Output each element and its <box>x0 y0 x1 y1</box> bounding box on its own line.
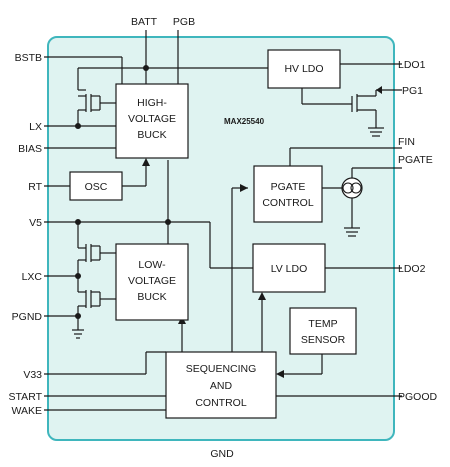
pin-ldo2: LDO2 <box>398 263 426 275</box>
hv-ldo-block: HV LDO <box>267 49 341 89</box>
pin-gnd: GND <box>210 448 234 460</box>
pin-wake: WAKE <box>11 405 42 417</box>
hv-buck-line-1: HIGH- <box>137 97 167 109</box>
osc-label: OSC <box>85 181 108 193</box>
pin-rt: RT <box>28 181 42 193</box>
pin-lx: LX <box>29 121 42 133</box>
pin-lxc: LXC <box>22 271 43 283</box>
temp-sensor-line-2: SENSOR <box>301 334 346 346</box>
pin-start: START <box>9 391 43 403</box>
lv-buck-block: LOW- VOLTAGE BUCK <box>115 243 189 321</box>
pin-bstb: BSTB <box>15 52 42 64</box>
hv-ldo-label: HV LDO <box>284 63 323 75</box>
osc-block: OSC <box>69 171 123 201</box>
part-number: MAX25540 <box>224 117 265 126</box>
pin-pgood: PGOOD <box>398 391 438 403</box>
sequencing-block: SEQUENCING AND CONTROL <box>165 351 277 419</box>
pin-batt: BATT <box>131 16 158 28</box>
wiring <box>44 30 402 411</box>
hv-buck-line-2: VOLTAGE <box>128 113 176 125</box>
current-source-icon <box>341 177 363 199</box>
pin-v33: V33 <box>23 369 42 381</box>
pgate-control-block: PGATE CONTROL <box>253 165 323 223</box>
pin-fin: FIN <box>398 136 415 148</box>
pin-bias: BIAS <box>18 143 42 155</box>
lv-ldo-block: LV LDO <box>252 243 326 293</box>
lv-ldo-label: LV LDO <box>271 263 308 275</box>
temp-sensor-block: TEMP SENSOR <box>289 307 357 355</box>
sequencing-line-2: AND <box>210 380 233 392</box>
pin-pgnd: PGND <box>12 311 43 323</box>
pin-ldo1: LDO1 <box>398 59 426 71</box>
sequencing-line-3: CONTROL <box>195 397 246 409</box>
lv-buck-line-3: BUCK <box>137 291 166 303</box>
arrowheads <box>142 86 382 378</box>
pin-pgate: PGATE <box>398 154 433 166</box>
temp-sensor-line-1: TEMP <box>308 318 337 330</box>
pin-pgb: PGB <box>173 16 195 28</box>
sequencing-line-1: SEQUENCING <box>186 363 257 375</box>
pin-pg1: PG1 <box>402 85 423 97</box>
pgate-control-line-2: CONTROL <box>262 197 313 209</box>
junction-dots <box>75 65 171 319</box>
lv-buck-line-2: VOLTAGE <box>128 275 176 287</box>
hv-buck-line-3: BUCK <box>137 129 166 141</box>
lv-buck-line-1: LOW- <box>138 259 166 271</box>
pgate-control-line-1: PGATE <box>271 181 306 193</box>
pin-v5: V5 <box>29 217 42 229</box>
hv-buck-block: HIGH- VOLTAGE BUCK <box>115 83 189 159</box>
pin-labels: BATT PGB BSTB LX BIAS RT V5 LXC PGND V33… <box>9 16 438 460</box>
